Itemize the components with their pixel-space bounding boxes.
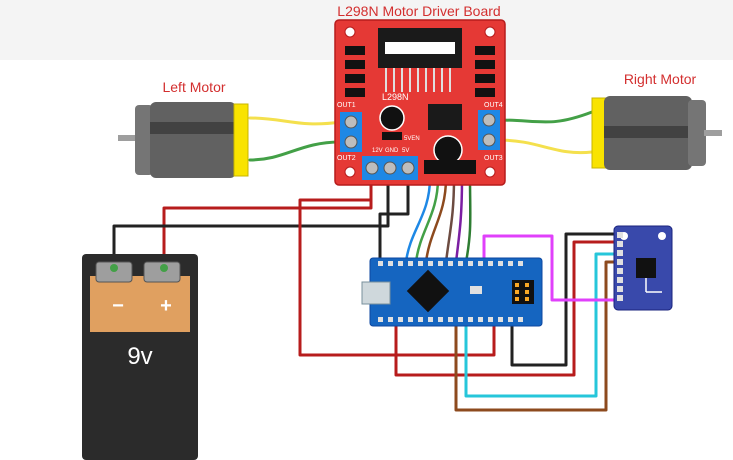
reset-button	[470, 286, 482, 294]
sensor-pins	[617, 232, 623, 301]
screw	[383, 161, 397, 175]
left-motor-terminal-plate	[233, 103, 249, 177]
heatsink-slot	[385, 42, 455, 54]
capacitor-right	[433, 135, 463, 165]
wire-in3	[424, 176, 448, 264]
enable-label: 5VEN	[404, 136, 420, 142]
nano-bottom-pins	[378, 317, 523, 322]
mount-hole	[344, 26, 356, 38]
wire-sda	[464, 252, 622, 398]
wire-12v-to-vin	[298, 198, 496, 357]
wire-int	[482, 234, 622, 302]
mount-hole	[484, 166, 496, 178]
power-label-12v: 12V	[372, 148, 383, 154]
wire-battery-plus-to-12v	[162, 176, 373, 266]
arduino-nano	[361, 257, 543, 327]
diodes-right	[475, 46, 495, 97]
screw	[344, 115, 358, 129]
wire-gnd-to-nano	[378, 176, 410, 264]
left-motor-shaft	[118, 135, 138, 141]
wire-5v-to-sensor-vcc	[394, 240, 622, 377]
wire-ena	[454, 176, 464, 264]
battery-terminal-plus	[143, 261, 181, 283]
battery-plus-sign: +	[160, 295, 172, 317]
wire-right-motor-b	[496, 138, 594, 155]
wire-enb	[464, 176, 472, 264]
left-motor-body	[150, 102, 236, 178]
usb-connector	[361, 281, 391, 305]
battery-voltage-label: 9v	[127, 343, 152, 370]
diodes-left	[345, 46, 365, 97]
wire-in4	[444, 176, 456, 264]
left-motor-endcap	[135, 105, 153, 175]
wire-gnd-to-sensor-gnd	[510, 232, 622, 367]
power-label-gnd: GND	[385, 148, 399, 154]
mount-hole	[344, 166, 356, 178]
out4-label: OUT4	[484, 102, 503, 109]
icsp-pins	[515, 283, 529, 301]
left-motor-band	[150, 122, 236, 134]
right-motor-endcap	[688, 100, 706, 166]
out1-label: OUT1	[337, 102, 356, 109]
power-label-5v: 5V	[402, 148, 409, 154]
sensor-mount-hole	[658, 232, 666, 240]
input-header	[424, 160, 476, 174]
right-motor-terminal-plate	[591, 97, 607, 169]
chip-legs	[385, 68, 451, 92]
mount-hole	[484, 26, 496, 38]
battery-minus-contact	[110, 264, 118, 272]
battery-plus-contact	[160, 264, 168, 272]
screw	[344, 135, 358, 149]
screw	[401, 161, 415, 175]
right-motor-band	[604, 126, 692, 138]
wire-left-motor-a	[248, 116, 342, 126]
wire-in2	[414, 176, 440, 264]
driver-pcb	[334, 19, 506, 186]
chip-label: L298N	[382, 92, 409, 102]
wire-in1	[404, 176, 432, 264]
left-motor-label: Left Motor	[162, 79, 225, 95]
capacitor-left	[379, 105, 405, 131]
battery-minus-sign: −	[112, 295, 124, 317]
sensor-chip	[636, 258, 656, 278]
board-title: L298N Motor Driver Board	[337, 3, 500, 19]
screw	[365, 161, 379, 175]
battery-9v: − + 9v	[82, 254, 198, 460]
right-motor-shaft	[704, 130, 722, 136]
right-motor	[591, 96, 722, 170]
imu-sensor-module	[613, 225, 673, 311]
wire-battery-minus-to-gnd	[112, 176, 390, 266]
5ven-jumper	[382, 132, 402, 140]
screw	[482, 113, 496, 127]
nano-top-pins	[378, 261, 523, 266]
voltage-regulator	[428, 104, 462, 130]
wire-scl	[454, 260, 622, 412]
screw	[482, 133, 496, 147]
out2-label: OUT2	[337, 155, 356, 162]
out3-label: OUT3	[484, 155, 503, 162]
wire-right-motor-a	[496, 110, 594, 124]
microcontroller-chip	[406, 269, 450, 313]
wire-left-motor-b	[248, 140, 342, 162]
right-motor-label: Right Motor	[624, 71, 697, 87]
wires	[112, 110, 622, 412]
left-motor	[118, 102, 249, 178]
battery-label-band	[90, 276, 190, 332]
l298n-driver-board: L298N 5VEN OUT1 OUT2 OUT4 OUT3 12V GND 5…	[334, 19, 506, 186]
